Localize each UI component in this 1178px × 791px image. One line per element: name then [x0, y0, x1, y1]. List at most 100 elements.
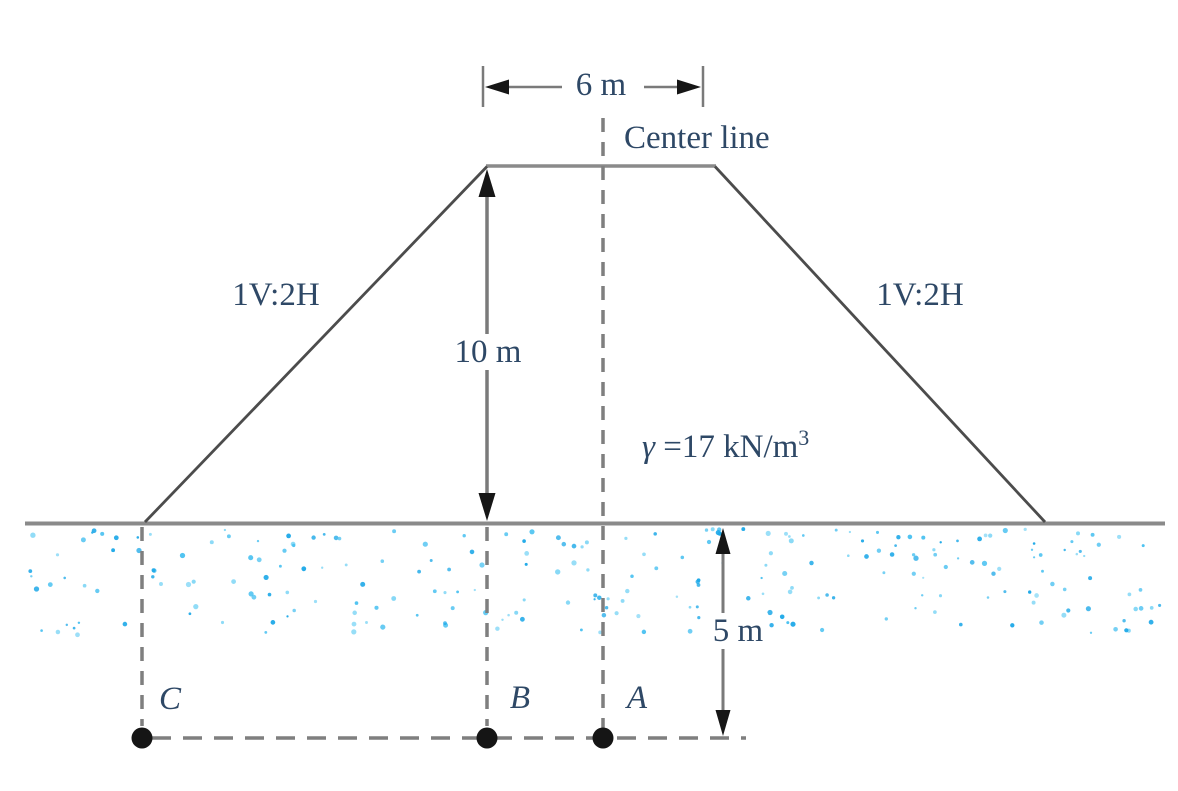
soil-speckle [860, 539, 865, 543]
soil-speckle [100, 531, 105, 536]
center-line-label: Center line [624, 120, 770, 156]
soil-speckle [524, 562, 528, 566]
dim-5m-down-arrowhead-icon [715, 710, 731, 736]
soil-speckle [986, 596, 990, 599]
soil-speckle [226, 534, 231, 539]
left-slope-ratio-label: 1V:2H [232, 277, 320, 313]
soil-speckle [30, 532, 36, 538]
soil-speckle [786, 621, 790, 625]
soil-speckle [256, 539, 260, 543]
soil-speckle [875, 530, 880, 534]
depth-dimension-label: 5 m [707, 613, 769, 650]
soil-speckle [33, 586, 40, 592]
soil-speckle [715, 530, 721, 536]
soil-speckle [1038, 553, 1043, 557]
soil-speckle [911, 571, 916, 576]
soil-speckle [443, 591, 447, 595]
dim-10m-up-arrowhead-icon [478, 169, 496, 197]
soil-speckle [1002, 527, 1008, 534]
soil-speckle [704, 528, 709, 532]
soil-speckle [696, 578, 701, 583]
soil-speckle [278, 564, 282, 568]
soil-speckle [333, 535, 339, 541]
soil-speckle [889, 552, 895, 557]
soil-speckle [1023, 527, 1027, 532]
soil-speckle [636, 614, 641, 619]
soil-speckle [72, 626, 76, 630]
dim-6m-left-arrowhead-icon [485, 79, 509, 95]
soil-speckle [40, 629, 43, 632]
soil-speckle [286, 533, 291, 539]
soil-speckle [392, 529, 397, 534]
soil-speckle [136, 536, 140, 539]
soil-speckle [1083, 554, 1086, 558]
soil-speckle [779, 614, 785, 620]
soil-speckle [988, 533, 993, 538]
soil-speckle [571, 560, 577, 566]
soil-speckle [264, 630, 268, 634]
soil-speckle [529, 529, 535, 535]
soil-speckle [922, 576, 925, 579]
soil-speckle [933, 610, 937, 614]
soil-speckle [77, 621, 81, 625]
soil-speckle [788, 538, 794, 544]
dim-6m-right-arrowhead-icon [677, 79, 701, 95]
soil-speckle [223, 528, 227, 532]
soil-speckle [920, 594, 924, 597]
soil-speckle [1158, 603, 1162, 607]
soil-speckle [479, 562, 485, 568]
point-c-label: C [158, 681, 182, 717]
soil-speckle [765, 530, 771, 536]
soil-speckle [522, 539, 526, 543]
soil-speckle [580, 545, 584, 549]
soil-speckle [1032, 556, 1036, 559]
soil-speckle [787, 589, 793, 595]
soil-speckle [1088, 576, 1093, 581]
soil-speckle [884, 617, 888, 621]
soil-speckle [1096, 542, 1101, 547]
soil-speckle [593, 593, 598, 598]
soil-speckle [337, 536, 342, 541]
soil-speckle [1062, 587, 1067, 592]
soil-speckle [1148, 619, 1154, 625]
soil-speckle [179, 552, 186, 559]
soil-speckle [921, 535, 926, 540]
point-b-label: B [509, 680, 531, 716]
soil-speckle [344, 563, 348, 567]
soil-speckle [624, 536, 628, 541]
crest-width-dimension-label: 6 m [575, 67, 627, 103]
soil-speckle [80, 537, 86, 543]
soil-speckle [1117, 534, 1122, 539]
soil-speckle [519, 616, 525, 622]
soil-speckle [185, 581, 192, 588]
soil-speckle [606, 597, 610, 601]
soil-speckle [1138, 588, 1143, 592]
soil-speckle [151, 575, 155, 579]
soil-speckle [1028, 590, 1032, 594]
soil-speckle [586, 568, 590, 572]
soil-speckle [864, 554, 869, 559]
soil-speckle [654, 566, 659, 571]
soil-speckle [579, 628, 583, 632]
soil-speckle [514, 610, 519, 615]
soil-speckle [220, 620, 225, 625]
soil-speckle [270, 620, 276, 625]
soil-speckle [598, 630, 602, 635]
soil-speckle [231, 579, 236, 584]
soil-speckle [1138, 606, 1144, 611]
soil-speckle [462, 534, 466, 538]
soil-speckle [191, 579, 196, 584]
soil-speckle [882, 571, 886, 575]
unit-weight-exponent: 3 [798, 425, 810, 450]
soil-speckle [932, 548, 936, 552]
soil-speckle [593, 598, 596, 601]
soil-speckle [456, 590, 460, 594]
soil-speckle [696, 583, 701, 587]
soil-speckle [188, 612, 192, 616]
soil-speckle [495, 626, 500, 631]
soil-speckle [630, 574, 634, 578]
soil-speckle [282, 548, 287, 553]
soil-speckle [193, 603, 199, 610]
